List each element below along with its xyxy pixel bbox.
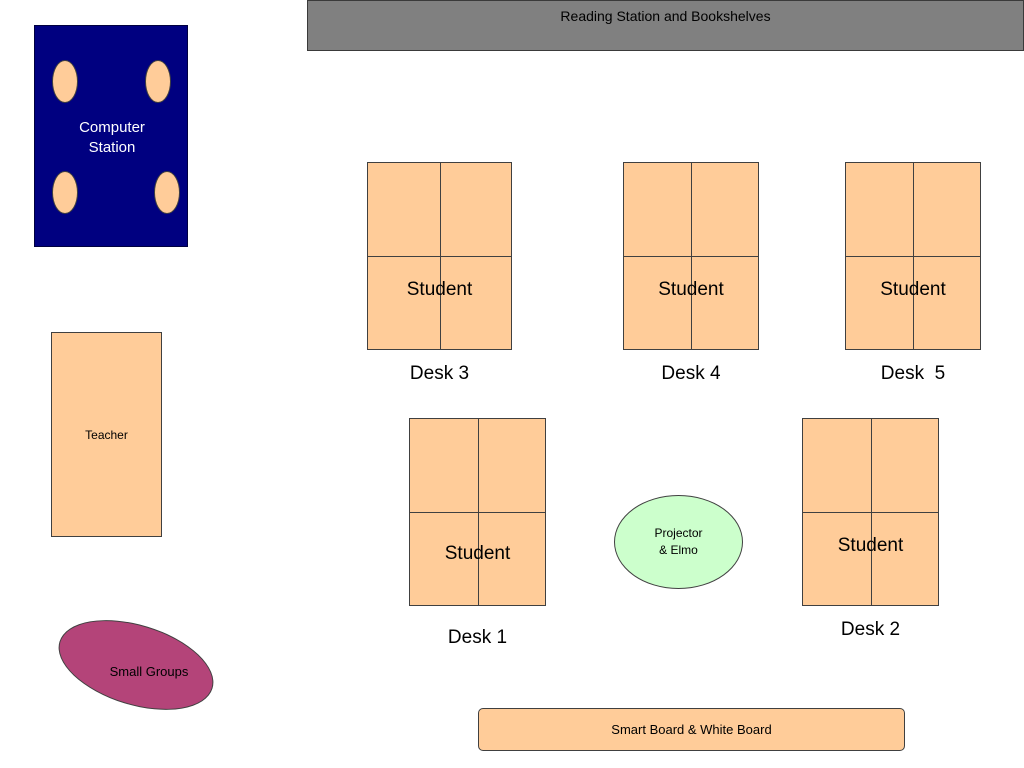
student-desk-1: Student Desk 1 — [409, 418, 546, 648]
teacher-desk: Teacher — [51, 332, 162, 537]
small-groups-label: Small Groups — [109, 664, 189, 679]
student-desk-2: Student Desk 2 — [802, 418, 939, 640]
projector-label: Projector & Elmo — [654, 526, 703, 557]
smart-board: Smart Board & White Board — [478, 708, 905, 751]
computer-seat — [52, 171, 78, 214]
teacher-desk-label: Teacher — [85, 427, 128, 442]
student-desk-4: Student Desk 4 — [623, 162, 759, 384]
student-desk-3: Student Desk 3 — [367, 162, 512, 384]
computer-seat — [145, 60, 171, 103]
projector-elmo: Projector & Elmo — [614, 495, 743, 589]
computer-seat — [52, 60, 78, 103]
computer-seat — [154, 171, 180, 214]
student-desk-5: Student Desk 5 — [845, 162, 981, 384]
computer-station: Computer Station — [34, 25, 188, 247]
computer-station-label: Computer Station — [79, 119, 145, 156]
reading-station-label: Reading Station and Bookshelves — [560, 8, 771, 24]
reading-station: Reading Station and Bookshelves — [307, 0, 1024, 51]
smart-board-label: Smart Board & White Board — [611, 722, 772, 737]
